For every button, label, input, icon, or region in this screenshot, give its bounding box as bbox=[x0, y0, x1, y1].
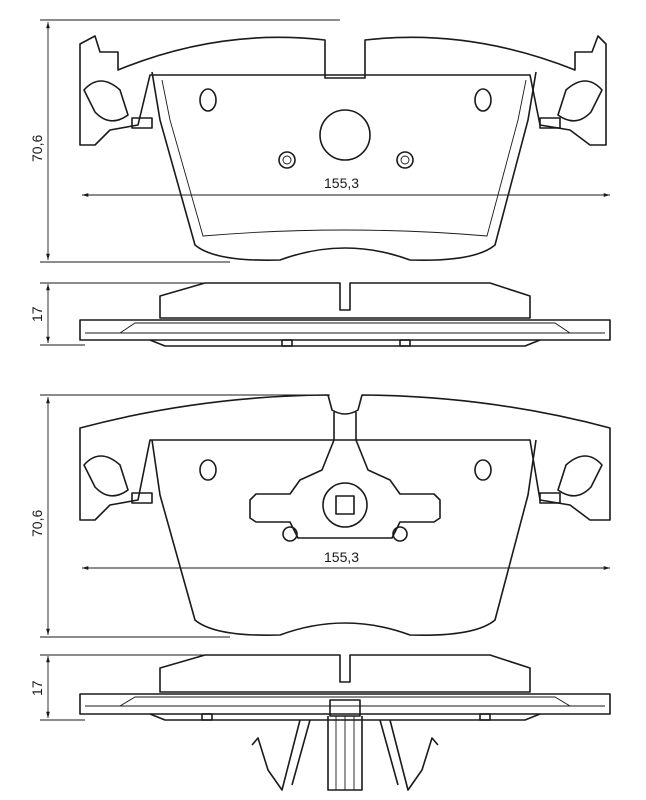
mounting-hole bbox=[199, 459, 217, 481]
pin-hole-inner bbox=[400, 155, 410, 165]
wear-sensor bbox=[249, 412, 441, 542]
clip-right bbox=[539, 117, 561, 129]
friction-pad-outline bbox=[151, 439, 537, 637]
friction-pad-outline bbox=[151, 71, 537, 262]
pin-hole bbox=[278, 151, 296, 169]
friction-material bbox=[159, 654, 531, 693]
height-label: 70,6 bbox=[29, 510, 45, 537]
height-label: 70,6 bbox=[29, 135, 45, 162]
pad-front-view-2: 70,6 155,3 bbox=[29, 394, 611, 638]
center-hole bbox=[319, 109, 371, 161]
plate-detail bbox=[85, 696, 605, 707]
mounting-hole bbox=[474, 459, 492, 481]
mounting-hole bbox=[474, 88, 492, 112]
mounting-hole bbox=[199, 88, 217, 112]
pad-inner-line bbox=[161, 79, 527, 237]
pin bbox=[281, 339, 293, 347]
pin-hole-inner bbox=[282, 155, 292, 165]
backing-plate bbox=[79, 693, 611, 715]
right-ear bbox=[557, 80, 603, 122]
pad-front-view-1: 70,6 155,3 bbox=[29, 19, 610, 263]
clip-left bbox=[131, 492, 153, 504]
backing-plate bbox=[79, 319, 611, 341]
pin-hole bbox=[396, 151, 414, 169]
backing-plate-outline bbox=[79, 394, 611, 521]
retaining-spring-clip bbox=[251, 699, 439, 791]
thickness-label: 17 bbox=[29, 680, 45, 696]
right-ear bbox=[557, 455, 603, 497]
pin bbox=[479, 713, 491, 721]
pin bbox=[201, 713, 213, 721]
backing-plate-outline bbox=[79, 35, 607, 146]
plate-bottom bbox=[149, 339, 541, 347]
friction-material bbox=[159, 282, 531, 319]
pad-side-view-1: 17 bbox=[29, 282, 611, 347]
clip-right bbox=[539, 492, 561, 504]
width-label: 155,3 bbox=[324, 549, 359, 565]
pad-side-view-2: 17 bbox=[29, 654, 611, 791]
left-ear bbox=[83, 80, 129, 122]
thickness-label: 17 bbox=[29, 306, 45, 322]
width-label: 155,3 bbox=[324, 175, 359, 191]
plate-detail bbox=[85, 322, 605, 334]
left-ear bbox=[83, 455, 129, 497]
clip-left bbox=[131, 117, 153, 129]
pin bbox=[399, 339, 411, 347]
